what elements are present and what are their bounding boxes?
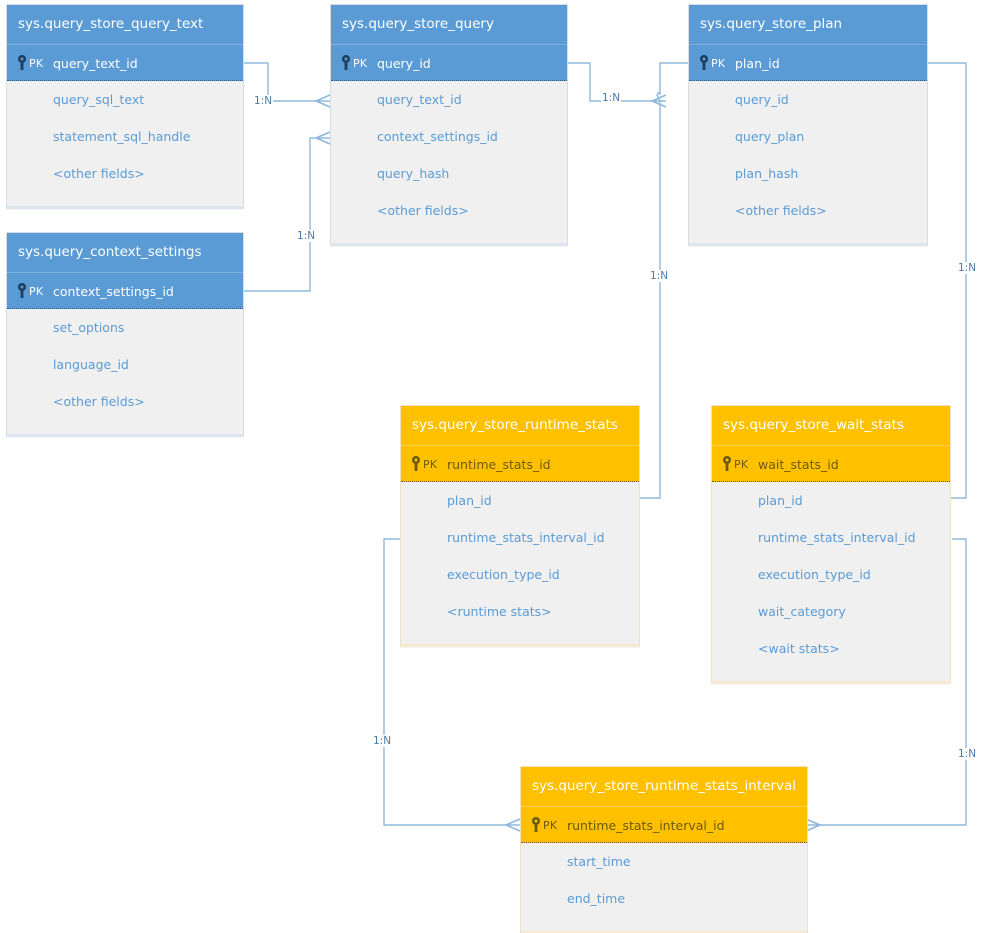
pk-tag: PK — [29, 285, 44, 298]
entity-primary-key-row[interactable]: PK plan_id — [689, 44, 927, 81]
key-icon — [700, 54, 708, 70]
entity-field: <other fields> — [53, 394, 145, 409]
entity-field: <wait stats> — [758, 641, 840, 656]
pk-tag: PK — [734, 458, 749, 471]
entity-primary-key-row[interactable]: PK query_id — [331, 44, 567, 81]
entity-field: execution_type_id — [758, 567, 871, 582]
entity-field: runtime_stats_interval_id — [447, 530, 605, 545]
pk-tag: PK — [29, 57, 44, 70]
entity-field: query_plan — [735, 129, 805, 144]
pk-field-name: context_settings_id — [53, 284, 174, 299]
entity-title: sys.query_store_query_text — [7, 5, 243, 44]
wire-context-settings-to-query — [244, 137, 316, 292]
entity-fields: plan_id runtime_stats_interval_id execut… — [712, 482, 950, 681]
entity-title: sys.query_store_plan — [689, 5, 927, 44]
entity-field: set_options — [53, 320, 125, 335]
entity-field: query_text_id — [377, 92, 462, 107]
pk-field-name: runtime_stats_interval_id — [567, 818, 725, 833]
key-icon — [723, 455, 731, 471]
pk-field-name: runtime_stats_id — [447, 457, 551, 472]
pk-field-name: plan_id — [735, 56, 780, 71]
cardinality-label-r1: 1:N — [253, 95, 274, 107]
cardinality-label-r3: 1:N — [601, 92, 622, 104]
entity-field: <runtime stats> — [447, 604, 552, 619]
entity-field: <other fields> — [377, 203, 469, 218]
cardinality-label-r4: 1:N — [649, 270, 670, 282]
entity-field: language_id — [53, 357, 129, 372]
entity-primary-key-row[interactable]: PK query_text_id — [7, 44, 243, 81]
entity-title: sys.query_store_runtime_stats_interval — [521, 767, 807, 806]
entity-query-context-settings[interactable]: sys.query_context_settings PK context_se… — [6, 232, 244, 437]
entity-fields: query_text_id context_settings_id query_… — [331, 81, 567, 243]
entity-field: <other fields> — [735, 203, 827, 218]
entity-field: plan_hash — [735, 166, 799, 181]
entity-field: query_id — [735, 92, 789, 107]
entity-field: end_time — [567, 891, 626, 906]
pk-tag: PK — [423, 458, 438, 471]
entity-fields: plan_id runtime_stats_interval_id execut… — [401, 482, 639, 644]
entity-field: plan_id — [447, 493, 492, 508]
pk-tag: PK — [711, 57, 726, 70]
crowfoot-interval-to-runtime-stats — [505, 818, 521, 832]
entity-primary-key-row[interactable]: PK context_settings_id — [7, 272, 243, 309]
entity-primary-key-row[interactable]: PK runtime_stats_id — [401, 445, 639, 482]
entity-field: statement_sql_handle — [53, 129, 191, 144]
entity-fields: query_id query_plan plan_hash <other fie… — [689, 81, 927, 243]
cardinality-label-r2: 1:N — [296, 230, 317, 242]
entity-field: context_settings_id — [377, 129, 498, 144]
cardinality-label-r6: 1:N — [372, 735, 393, 747]
entity-query-store-query-text[interactable]: sys.query_store_query_text PK query_text… — [6, 4, 244, 209]
key-icon — [342, 54, 350, 70]
key-icon — [18, 282, 26, 298]
entity-title: sys.query_store_runtime_stats — [401, 406, 639, 445]
entity-query-store-wait-stats[interactable]: sys.query_store_wait_stats PK wait_stats… — [711, 405, 951, 684]
entity-title: sys.query_store_query — [331, 5, 567, 44]
entity-primary-key-row[interactable]: PK wait_stats_id — [712, 445, 950, 482]
entity-fields: set_options language_id <other fields> — [7, 309, 243, 434]
entity-query-store-runtime-stats[interactable]: sys.query_store_runtime_stats PK runtime… — [400, 405, 640, 647]
entity-field: plan_id — [758, 493, 803, 508]
entity-title: sys.query_store_wait_stats — [712, 406, 950, 445]
entity-query-store-runtime-stats-interval[interactable]: sys.query_store_runtime_stats_interval P… — [520, 766, 808, 933]
entity-query-store-plan[interactable]: sys.query_store_plan PK plan_id query_id… — [688, 4, 928, 246]
pk-tag: PK — [353, 57, 368, 70]
entity-field: execution_type_id — [447, 567, 560, 582]
cardinality-label-r7: 1:N — [957, 748, 978, 760]
pk-field-name: query_text_id — [53, 56, 138, 71]
entity-field: wait_category — [758, 604, 846, 619]
pk-field-name: query_id — [377, 56, 431, 71]
pk-tag: PK — [543, 819, 558, 832]
crowfoot-query-text-to-query — [315, 94, 331, 108]
entity-field: query_sql_text — [53, 92, 145, 107]
entity-field: query_hash — [377, 166, 450, 181]
key-icon — [18, 54, 26, 70]
entity-fields: query_sql_text statement_sql_handle <oth… — [7, 81, 243, 206]
crowfoot-query-to-plan — [651, 94, 667, 108]
entity-primary-key-row[interactable]: PK runtime_stats_interval_id — [521, 806, 807, 843]
crowfoot-interval-to-wait-stats — [805, 818, 821, 832]
key-icon — [412, 455, 420, 471]
entity-fields: start_time end_time — [521, 843, 807, 931]
entity-field: start_time — [567, 854, 631, 869]
entity-query-store-query[interactable]: sys.query_store_query PK query_id query_… — [330, 4, 568, 246]
cardinality-label-r5: 1:N — [957, 262, 978, 274]
entity-field: runtime_stats_interval_id — [758, 530, 916, 545]
entity-title: sys.query_context_settings — [7, 233, 243, 272]
crowfoot-context-settings-to-query — [315, 131, 331, 145]
entity-field: <other fields> — [53, 166, 145, 181]
pk-field-name: wait_stats_id — [758, 457, 839, 472]
key-icon — [532, 816, 540, 832]
